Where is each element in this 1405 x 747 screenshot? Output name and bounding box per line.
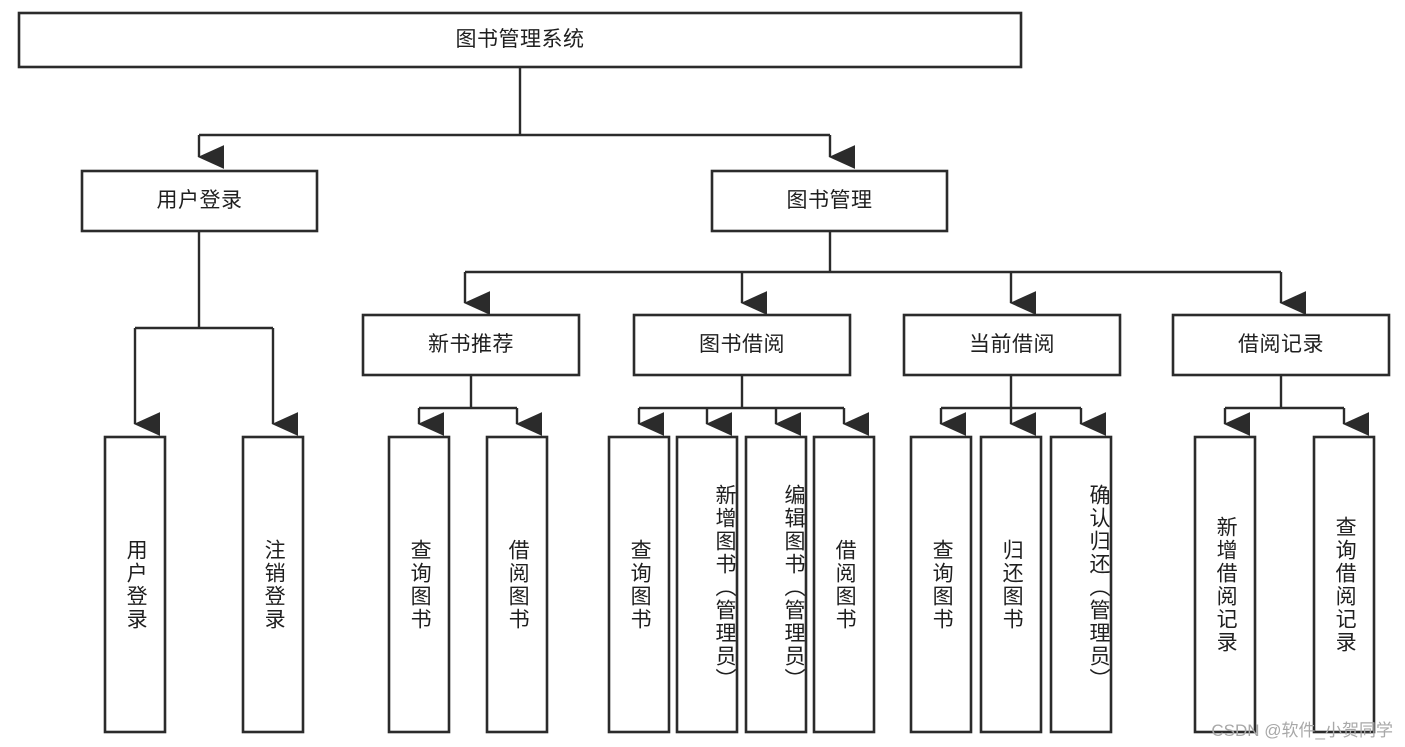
node-new-book-recommend-box[interactable]	[361, 313, 581, 377]
node-leaf-query-book-3-box[interactable]	[909, 435, 973, 734]
node-leaf-add-record-box[interactable]	[1193, 435, 1257, 734]
node-user-login-box[interactable]	[80, 169, 319, 233]
node-leaf-query-book-2-box[interactable]	[607, 435, 671, 734]
node-root-box[interactable]	[17, 11, 1023, 69]
node-leaf-user-logout-box[interactable]	[241, 435, 305, 734]
node-leaf-borrow-book-1-box[interactable]	[485, 435, 549, 734]
node-leaf-return-book-box[interactable]	[979, 435, 1043, 734]
node-leaf-confirm-return-box[interactable]	[1049, 435, 1113, 734]
csdn-watermark: CSDN @软件_小贺同学	[1211, 721, 1393, 740]
node-leaf-user-login-box[interactable]	[103, 435, 167, 734]
node-book-borrow-box[interactable]	[632, 313, 852, 377]
node-leaf-edit-book-box[interactable]	[744, 435, 808, 734]
node-borrow-record-box[interactable]	[1171, 313, 1391, 377]
node-current-borrow-box[interactable]	[902, 313, 1122, 377]
node-leaf-add-book-box[interactable]	[675, 435, 739, 734]
node-book-manage-box[interactable]	[710, 169, 949, 233]
node-leaf-query-record-box[interactable]	[1312, 435, 1376, 734]
node-leaf-query-book-1-box[interactable]	[387, 435, 451, 734]
node-leaf-borrow-book-2-box[interactable]	[812, 435, 876, 734]
